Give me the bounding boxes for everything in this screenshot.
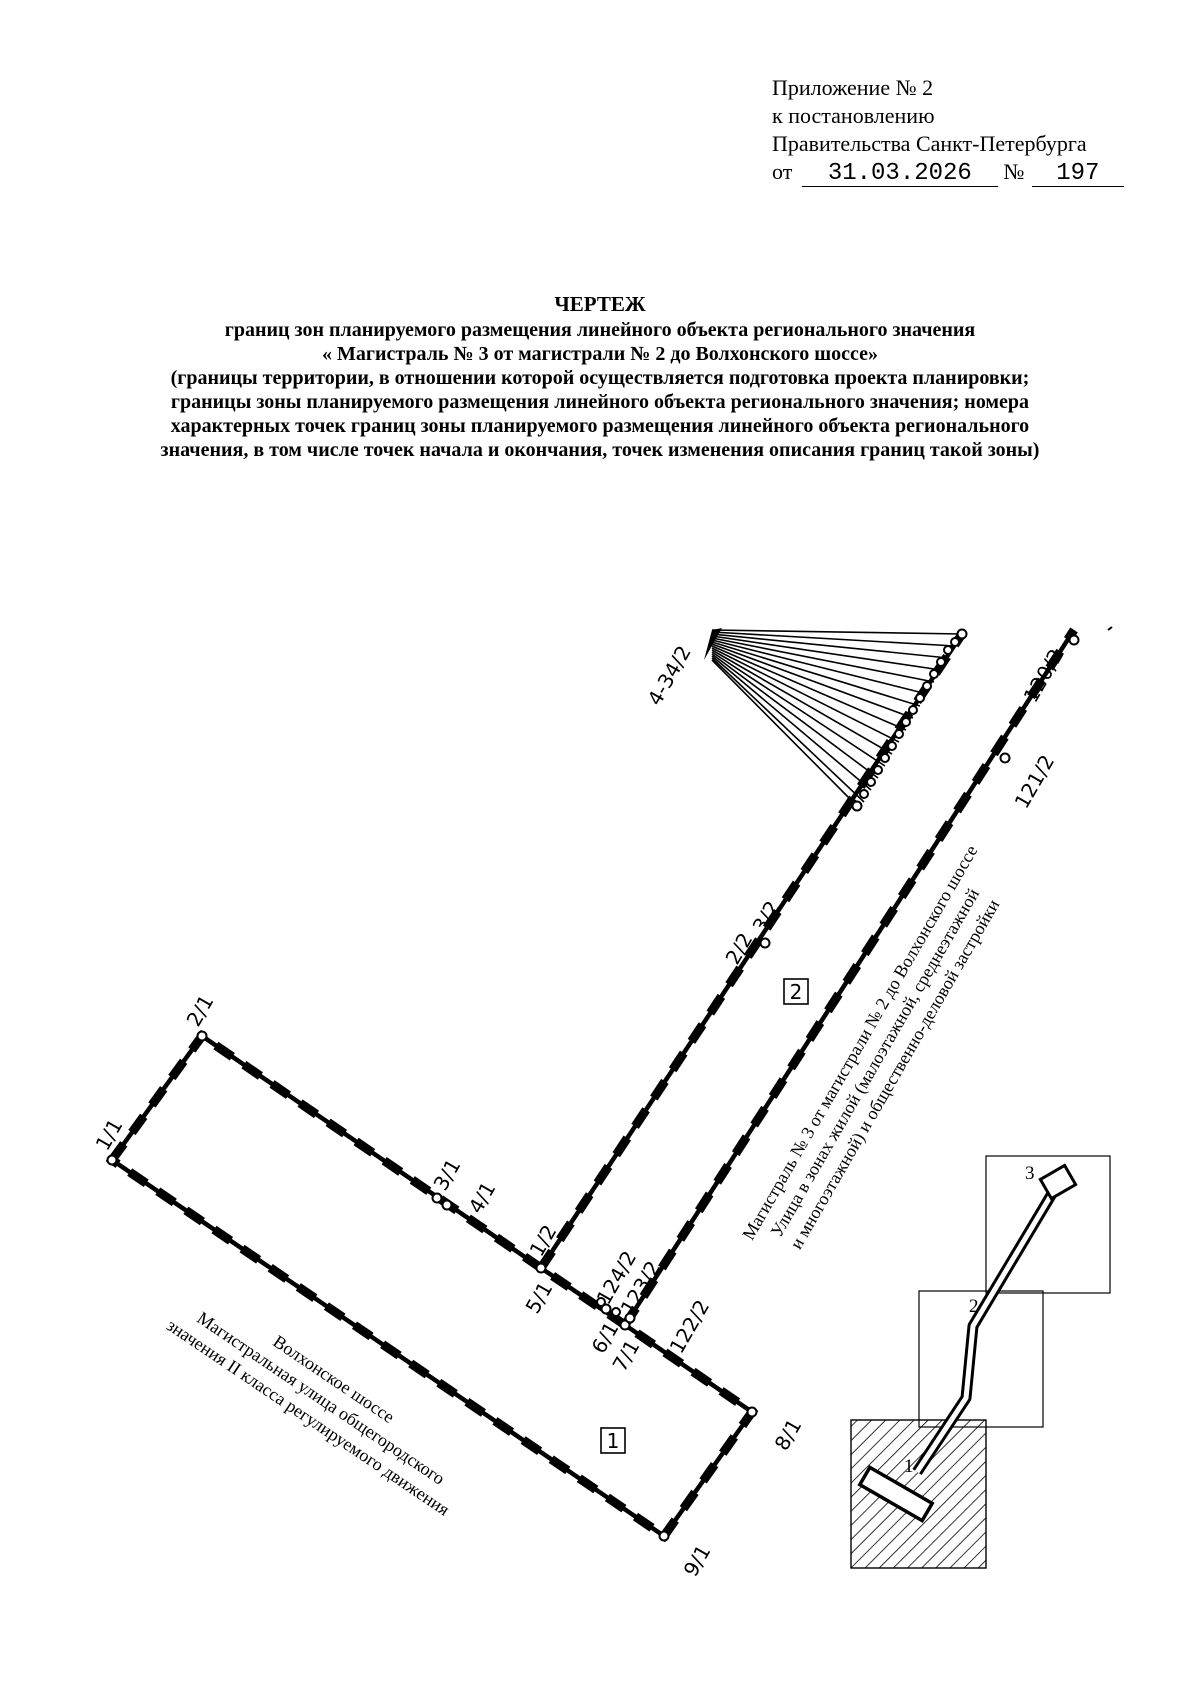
appendix-date-row: от 31.03.2026 № 197 bbox=[772, 158, 1124, 187]
appendix-line-1: Приложение № 2 bbox=[772, 75, 934, 100]
zone-2-number: 2 bbox=[783, 978, 809, 1005]
point-4-34-2-label: 4-34/2 bbox=[643, 641, 696, 709]
point-3-2-marker bbox=[759, 937, 771, 949]
fan-apex-fill bbox=[704, 628, 722, 660]
heading-line-3: (границы территории, в отношении которой… bbox=[170, 367, 1030, 389]
point-120-2-label: 120/2 bbox=[1019, 645, 1069, 707]
point-1-1-marker bbox=[106, 1154, 118, 1166]
sheet-2-label: 2 bbox=[969, 1296, 979, 1317]
point-4-1-marker bbox=[441, 1199, 453, 1211]
zone-1-number: 1 bbox=[600, 1427, 626, 1454]
zone-2-boundary bbox=[537, 626, 1113, 1328]
volkhonskoe-note-line-2: Магистральная улица общегородского bbox=[194, 1308, 449, 1489]
point-5-1-label: 5/1 bbox=[521, 1278, 558, 1318]
magistral-3-note-line-3: и многоэтажной) и общественно-деловой за… bbox=[786, 896, 1004, 1253]
number-label: № bbox=[1003, 159, 1025, 184]
appendix-line-3: Правительства Санкт-Петербурга bbox=[772, 131, 1087, 156]
point-5-1-marker bbox=[535, 1262, 547, 1274]
point-8-1-marker bbox=[746, 1406, 758, 1418]
point-1-2-label: 1/2 bbox=[525, 1221, 562, 1261]
point-2-1-marker bbox=[196, 1030, 208, 1042]
heading-line-4: границы зоны планируемого размещения лин… bbox=[170, 391, 1030, 413]
point-121-2-label: 121/2 bbox=[1010, 751, 1060, 813]
zone-2-west-dashed bbox=[537, 631, 966, 1271]
volkhonskoe-note-line-3: значения II класса регулируемого движени… bbox=[163, 1315, 453, 1520]
characteristic-points bbox=[106, 628, 1080, 1542]
heading-line-2: « Магистраль № 3 от магистрали № 2 до Во… bbox=[321, 343, 878, 365]
edge-tick bbox=[1107, 626, 1113, 631]
point-2-2-label: 2/2 bbox=[721, 929, 758, 969]
drawing-heading: ЧЕРТЕЖ границ зон планируемого размещени… bbox=[80, 292, 1120, 462]
sheet-2-frame bbox=[918, 1290, 1044, 1428]
sheet-3-label: 3 bbox=[1025, 1163, 1035, 1184]
heading-line-1: границ зон планируемого размещения линей… bbox=[224, 319, 976, 341]
zone-2-number-text: 2 bbox=[790, 980, 803, 1004]
point-4-1-label: 4/1 bbox=[464, 1178, 501, 1218]
volkhonskoe-note: Волхонское шоссе Магистральная улица общ… bbox=[163, 1308, 453, 1520]
magistral-3-note-line-1: Магистраль № 3 от магистрали № 2 до Волх… bbox=[738, 842, 981, 1244]
point-120-2-marker bbox=[1068, 634, 1080, 646]
appendix-line-2: к постановлению bbox=[772, 103, 935, 128]
point-4-2-marker bbox=[851, 800, 863, 812]
from-label: от bbox=[772, 159, 793, 184]
resolution-date: 31.03.2026 bbox=[801, 162, 998, 187]
point-3-1-label: 3/1 bbox=[429, 1155, 466, 1195]
heading-line-6: значения, в том числе точек начала и око… bbox=[160, 439, 1040, 461]
point-34-2-marker bbox=[956, 628, 968, 640]
point-124-2-marker bbox=[596, 1297, 606, 1307]
zone-2-east-dashed bbox=[621, 627, 1078, 1328]
points-4-34-fan bbox=[711, 629, 963, 807]
point-9-1-marker bbox=[658, 1530, 670, 1542]
point-123-2-marker bbox=[611, 1307, 621, 1317]
zone-1-number-text: 1 bbox=[607, 1429, 620, 1453]
route-start-marker bbox=[857, 1464, 935, 1524]
sheet-key-map: 1 2 3 bbox=[850, 1155, 1111, 1569]
point-122-2-label: 122/2 bbox=[665, 1296, 715, 1358]
resolution-number: 197 bbox=[1031, 162, 1124, 187]
appendix-block: Приложение № 2 к постановлению Правитель… bbox=[772, 74, 1124, 187]
heading-line-5: характерных точек границ зоны планируемо… bbox=[170, 415, 1030, 437]
point-8-1-label: 8/1 bbox=[770, 1415, 807, 1455]
sheet-1-label: 1 bbox=[904, 1456, 914, 1477]
point-6-1-marker bbox=[600, 1303, 612, 1315]
zone-connector-line bbox=[540, 1266, 626, 1327]
point-3-1-marker bbox=[431, 1192, 443, 1204]
route-end-marker bbox=[1038, 1163, 1078, 1201]
heading-title: ЧЕРТЕЖ bbox=[554, 292, 646, 316]
point-9-1-label: 9/1 bbox=[679, 1541, 716, 1581]
point-2-1-label: 2/1 bbox=[182, 991, 219, 1031]
point-3-2-label: 3/2 bbox=[748, 897, 785, 937]
route-inner bbox=[914, 1190, 1056, 1474]
point-122-2-marker bbox=[624, 1312, 636, 1324]
point-121-2-marker bbox=[999, 752, 1011, 764]
sheet-3-frame bbox=[985, 1155, 1111, 1294]
